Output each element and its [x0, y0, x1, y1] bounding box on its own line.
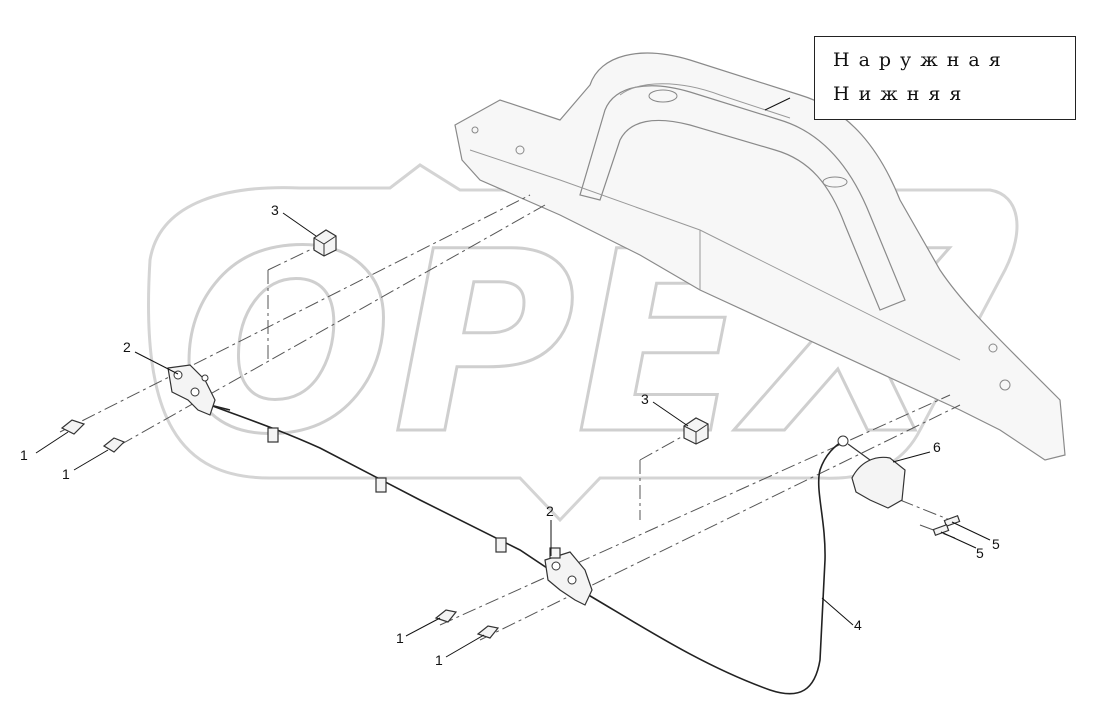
bolt [60, 419, 86, 435]
release-handle [837, 435, 906, 509]
screw [943, 515, 961, 527]
callout-4: 4 [854, 617, 862, 633]
latch-right [544, 547, 593, 606]
bumper-beam [454, 52, 1066, 461]
cable-clip [495, 537, 507, 553]
callout-5: 5 [976, 545, 984, 561]
screw [932, 524, 950, 536]
callout-5: 5 [992, 536, 1000, 552]
callout-1: 1 [396, 630, 404, 646]
callout-2: 2 [123, 339, 131, 355]
legend-line-outer: Наружная [833, 49, 1010, 71]
cable-clip [267, 427, 279, 443]
bolt [434, 609, 458, 623]
callout-1: 1 [435, 652, 443, 668]
bolt [102, 437, 126, 453]
bolt [476, 625, 500, 639]
callout-3: 3 [641, 391, 649, 407]
callout-6: 6 [933, 439, 941, 455]
cable-clip [375, 477, 387, 493]
legend-line-lower: Нижняя [833, 83, 971, 105]
alignment-lines [59, 194, 961, 641]
callout-1: 1 [20, 447, 28, 463]
nut-top [313, 229, 337, 257]
nut-mid [683, 417, 709, 445]
callout-3: 3 [271, 202, 279, 218]
callout-2: 2 [546, 503, 554, 519]
leader-lines [35, 97, 991, 658]
callout-1: 1 [62, 466, 70, 482]
legend-box: Наружная Нижняя [814, 36, 1076, 120]
